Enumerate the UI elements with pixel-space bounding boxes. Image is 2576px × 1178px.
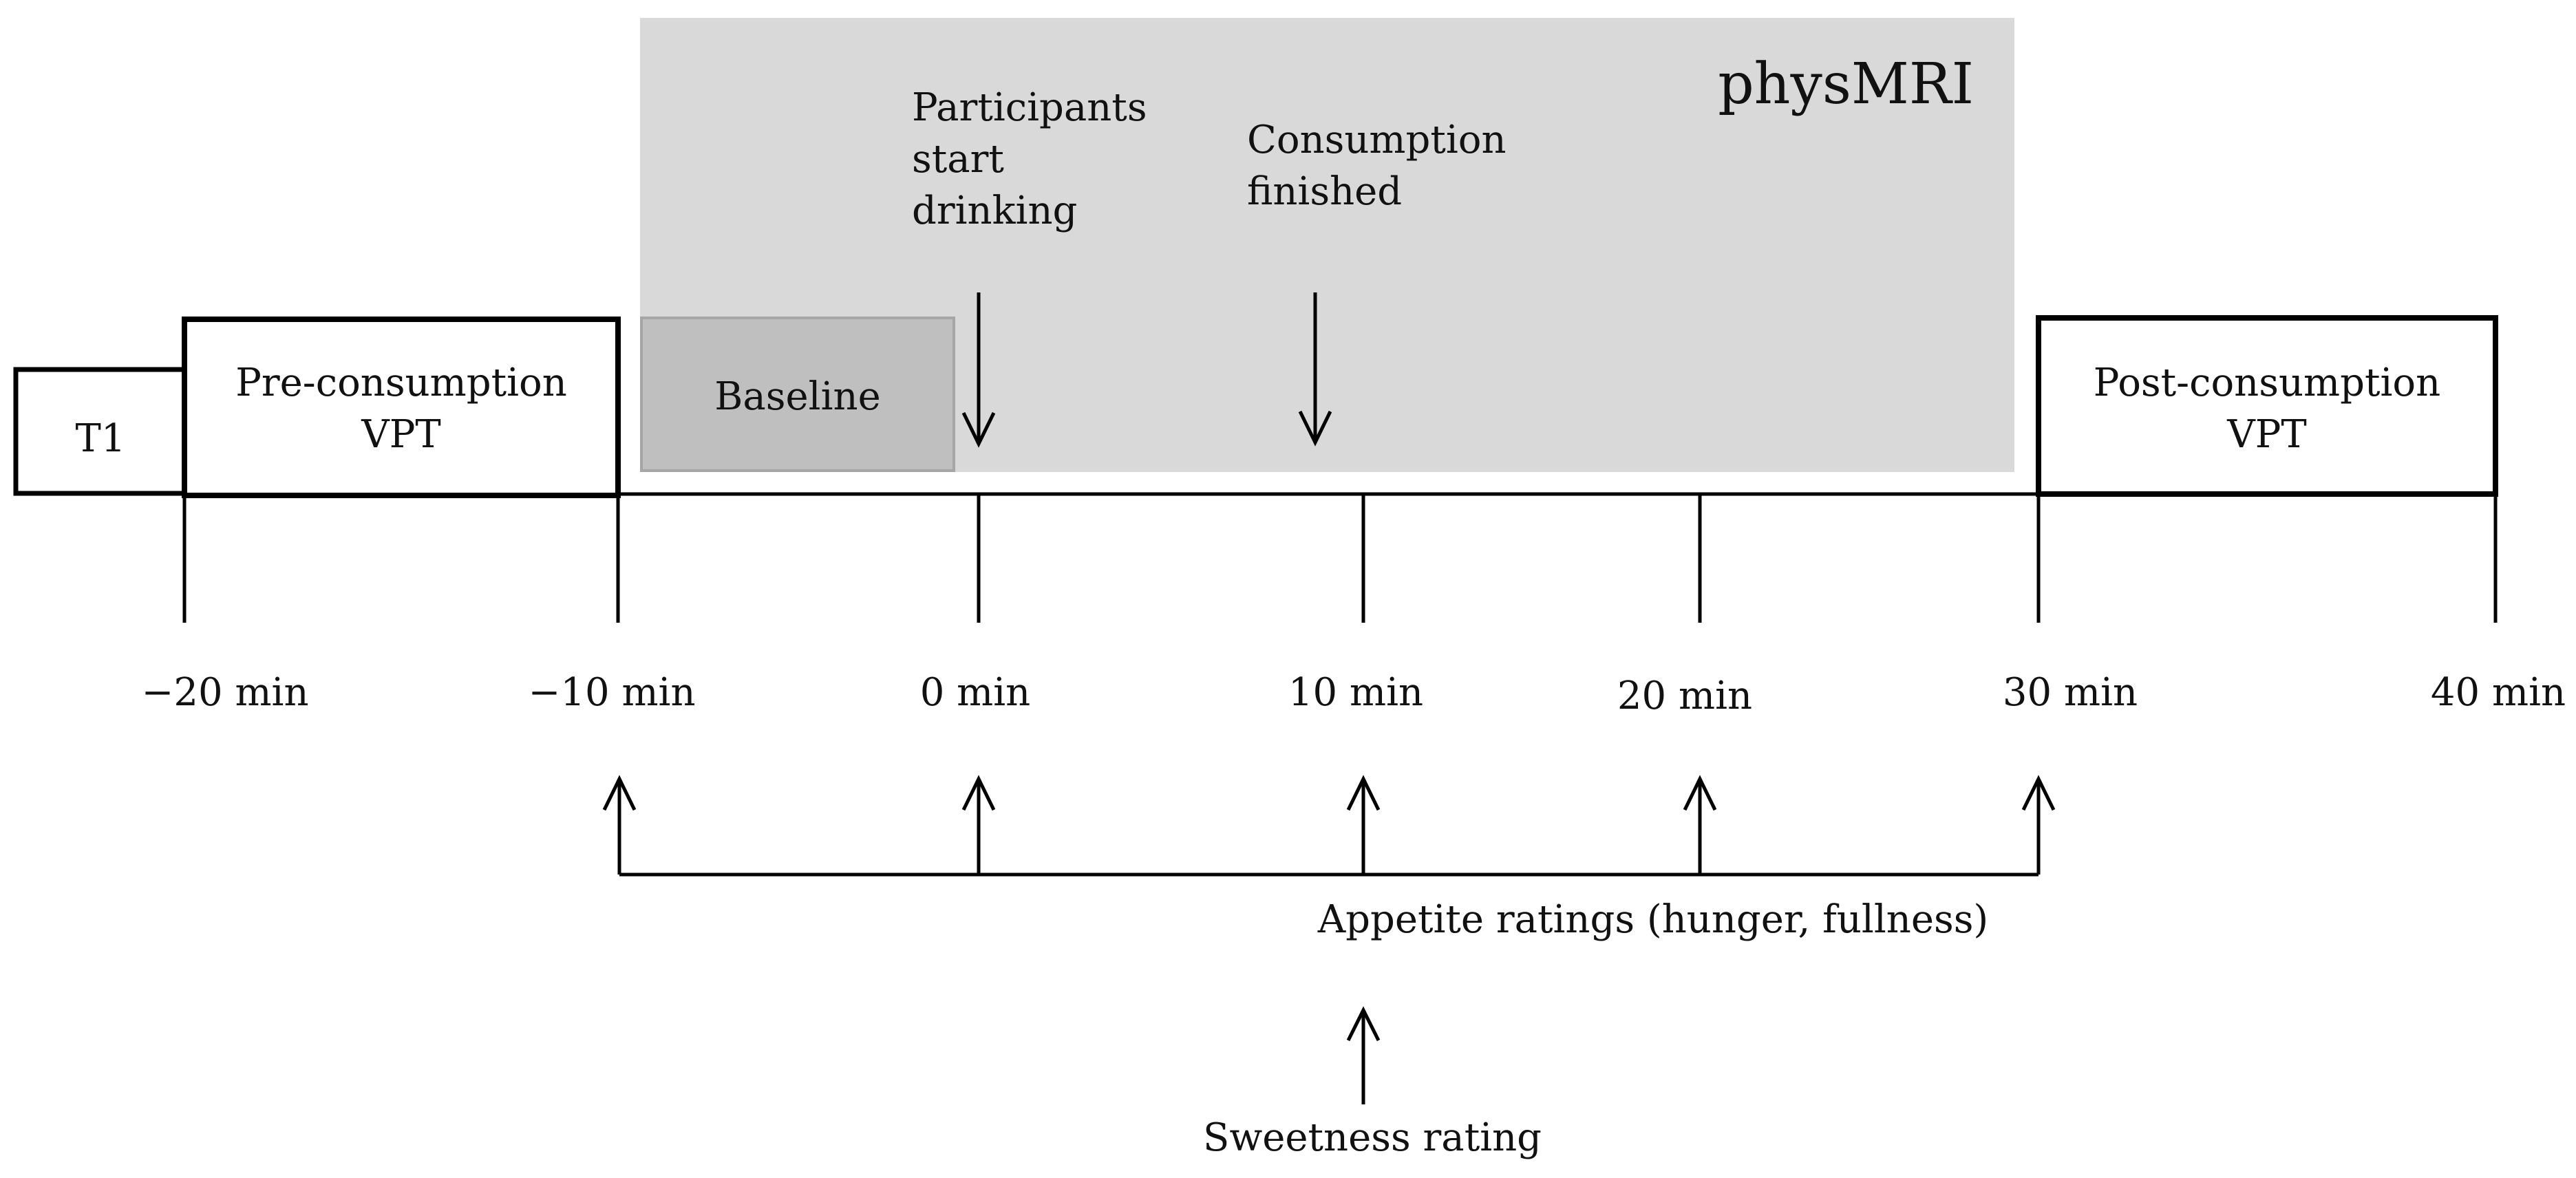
tick-label-10: 10 min [1288, 670, 1423, 715]
consumption-finished-arrow [1298, 292, 1332, 447]
consumption-finished-line2: finished [1247, 169, 1402, 214]
physmri-label: physMRI [1718, 52, 1974, 117]
tick-label-minus-10: −10 min [528, 670, 695, 715]
tick-label-minus-20: −20 min [141, 670, 308, 715]
pre-vpt-label: VPT [361, 412, 440, 457]
appetite-arrow-20 [1683, 775, 1717, 875]
appetite-bracket [602, 775, 2056, 877]
pre-consumption-label: Pre-consumption [235, 361, 567, 405]
appetite-arrow-10 [1346, 775, 1381, 875]
appetite-label: Appetite ratings (hunger, fullness) [1317, 897, 1989, 942]
pre-consumption-vpt-box [182, 317, 621, 498]
tick-label-0: 0 min [920, 670, 1031, 715]
sweetness-arrow [1346, 1006, 1381, 1104]
start-drinking-line3: drinking [912, 189, 1077, 233]
baseline-box [640, 317, 955, 472]
post-consumption-label: Post-consumption [2094, 361, 2440, 405]
appetite-arrow-minus-10 [602, 775, 637, 875]
sweetness-label: Sweetness rating [1203, 1115, 1542, 1160]
post-consumption-vpt-box [2036, 315, 2498, 497]
tick-label-20: 20 min [1617, 674, 1752, 718]
tick-label-30: 30 min [2003, 670, 2138, 715]
start-drinking-arrow [961, 292, 996, 448]
consumption-finished-line1: Consumption [1247, 118, 1507, 162]
timeline-ticks [182, 494, 2498, 623]
start-drinking-line2: start [912, 137, 1004, 182]
tick-label-40: 40 min [2431, 670, 2566, 715]
post-vpt-label: VPT [2226, 412, 2306, 457]
appetite-arrow-0 [961, 775, 996, 875]
t1-box [13, 367, 188, 496]
t1-label: T1 [76, 416, 126, 461]
appetite-arrow-30 [2021, 775, 2056, 875]
start-drinking-line1: Participants [912, 85, 1147, 130]
baseline-label: Baseline [714, 374, 880, 419]
